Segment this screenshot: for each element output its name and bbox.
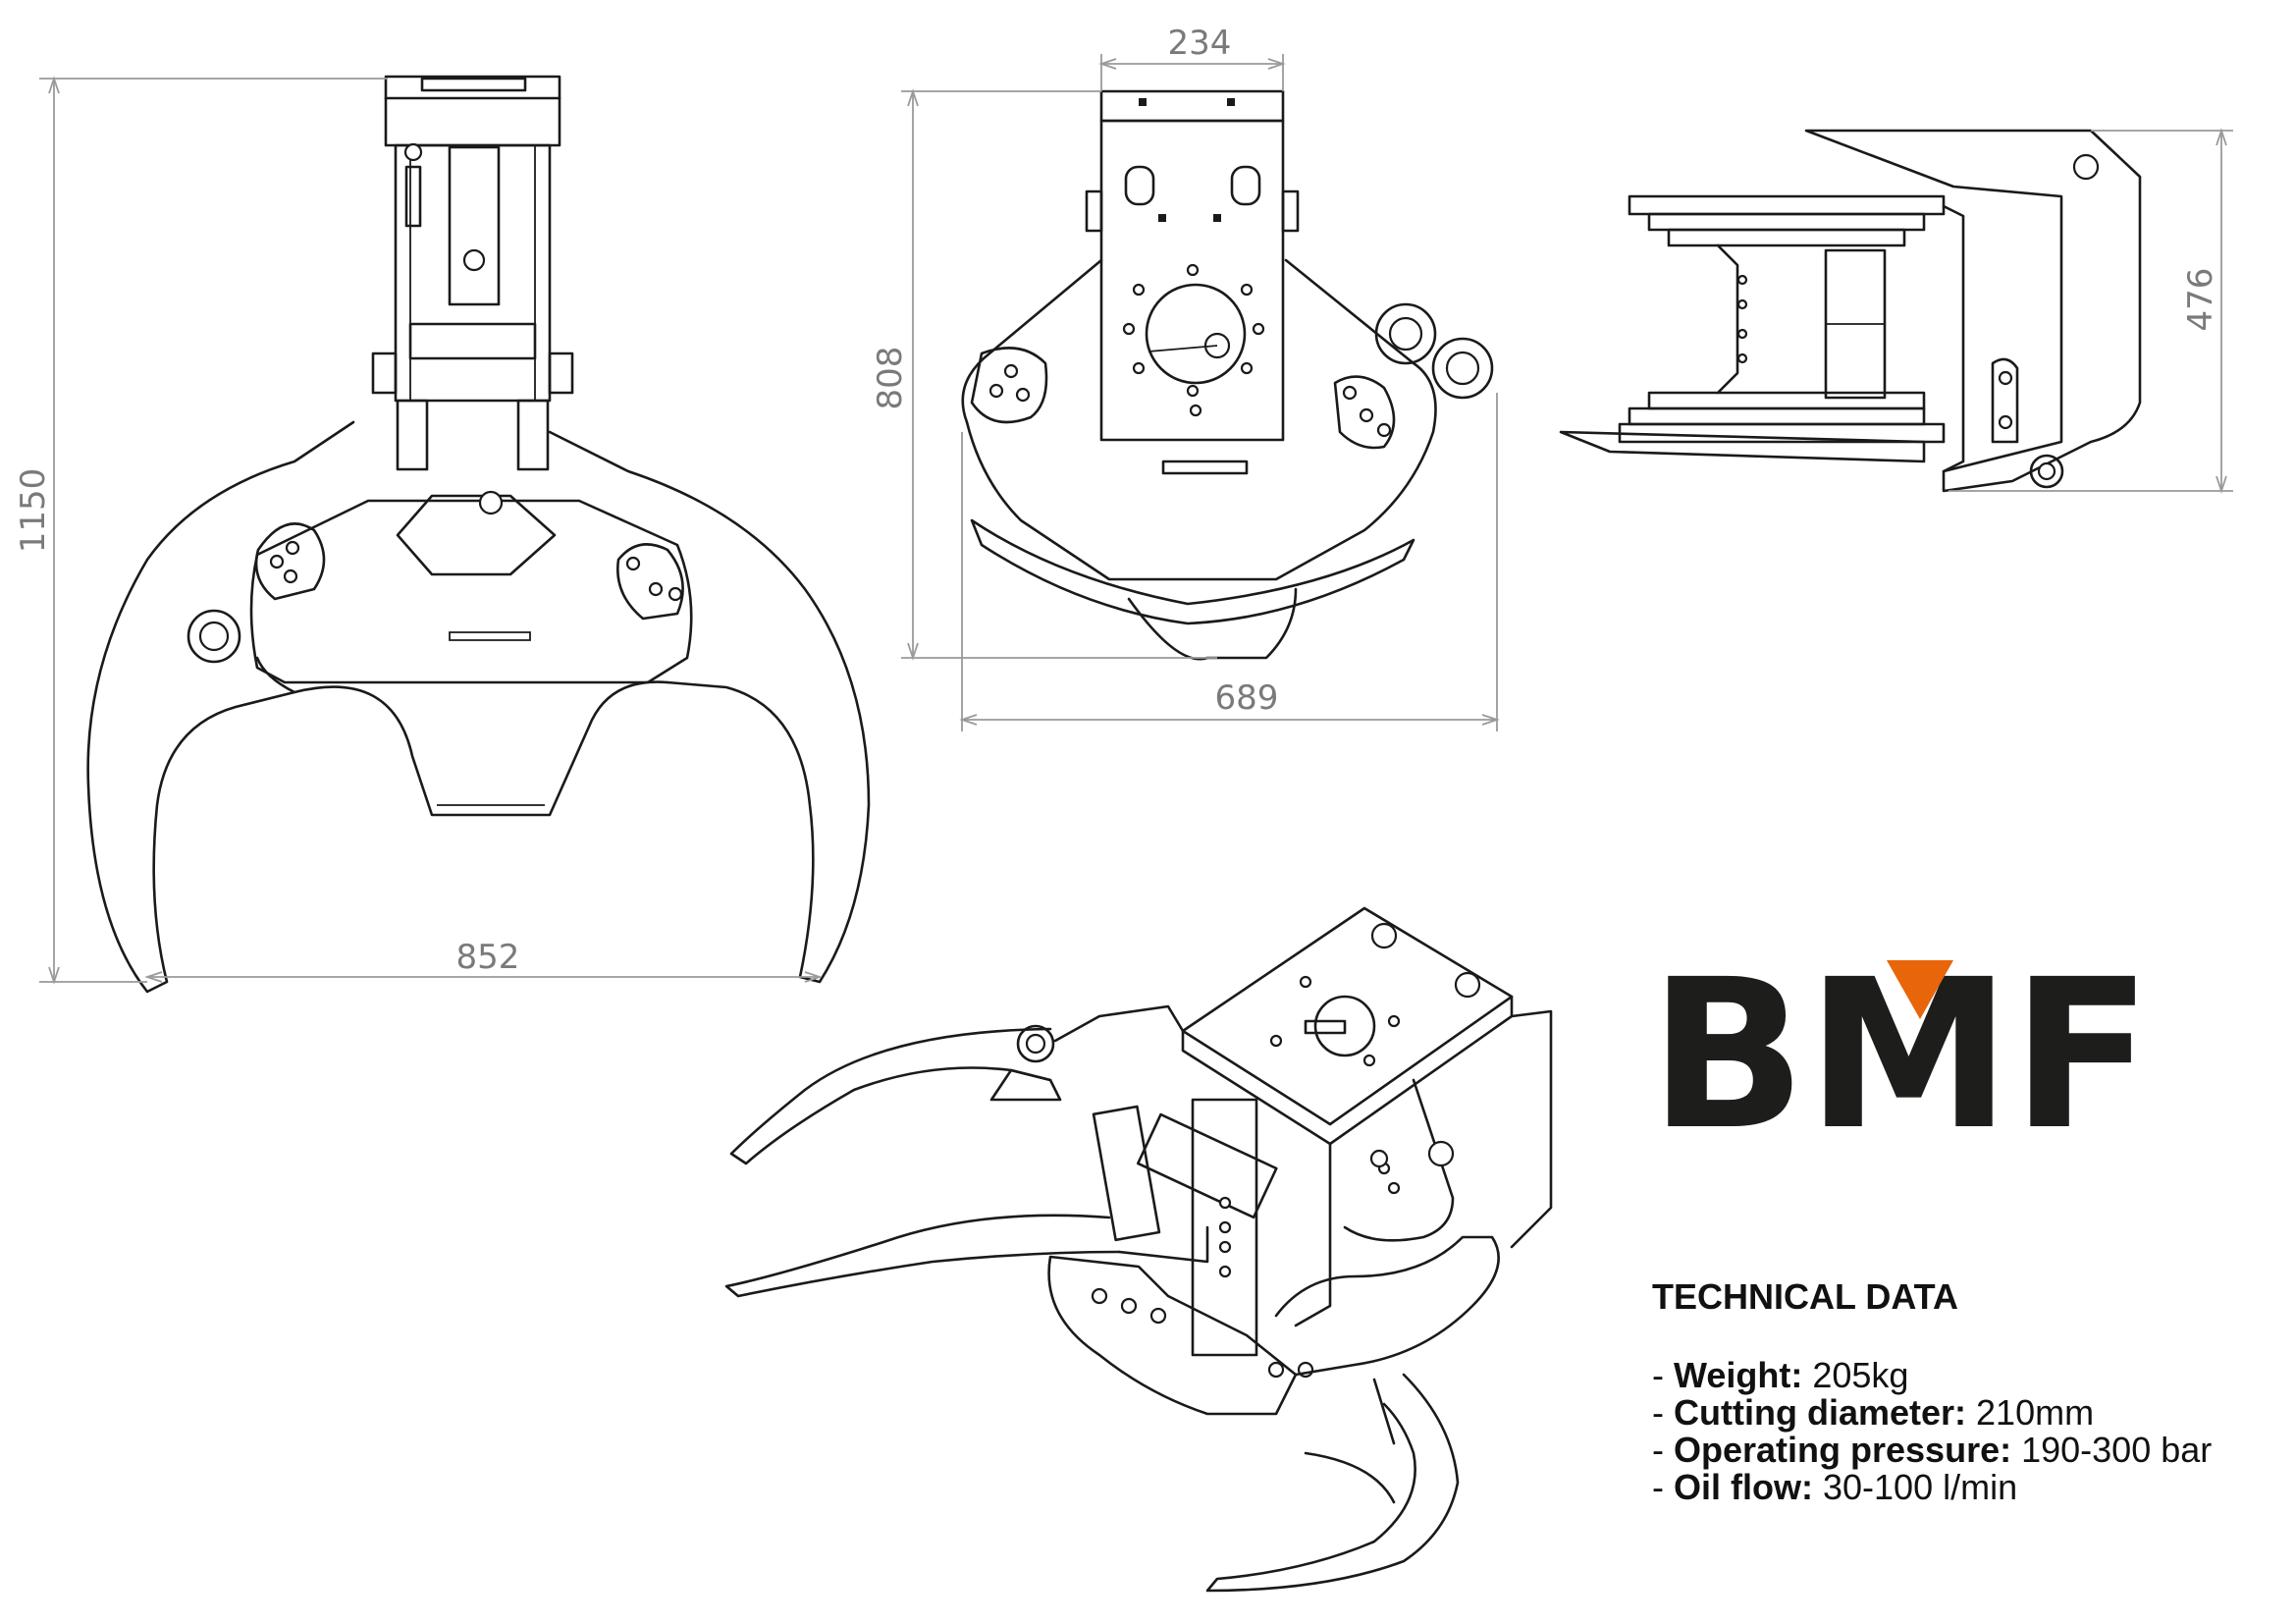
front-view: 1150 852	[14, 75, 871, 994]
dim-side-top-width: 234	[1168, 24, 1232, 63]
side-view: 234 808 689	[871, 24, 1500, 731]
dim-side-width: 689	[1215, 678, 1279, 718]
spec-value: 30-100 l/min	[1823, 1467, 2018, 1507]
dim-front-width: 852	[456, 938, 520, 977]
technical-data-title: TECHNICAL DATA	[1652, 1276, 1958, 1317]
spec-label: Weight:	[1674, 1355, 1803, 1395]
dim-front-height: 1150	[14, 468, 53, 554]
spec-label: Operating pressure:	[1674, 1430, 2012, 1470]
spec-weight: - Weight: 205kg	[1652, 1355, 1909, 1395]
spec-label: Oil flow:	[1674, 1467, 1813, 1507]
spec-value: 210mm	[1976, 1392, 2095, 1433]
spec-operating-pressure: - Operating pressure: 190-300 bar	[1652, 1430, 2213, 1470]
spec-value: 205kg	[1812, 1355, 1909, 1395]
brand-logo: BMF	[1649, 952, 2160, 1168]
spec-list: - Weight: 205kg - Cutting diameter: 210m…	[1652, 1357, 2212, 1506]
dim-side-height: 808	[871, 347, 910, 410]
logo-accent-mark	[1887, 960, 1953, 1019]
dim-top-height: 476	[2181, 268, 2220, 332]
spec-value: 190-300 bar	[2021, 1430, 2213, 1470]
isometric-view	[724, 906, 1553, 1593]
spec-oil-flow: - Oil flow: 30-100 l/min	[1652, 1467, 2018, 1507]
top-view: 476	[1559, 128, 2233, 494]
spec-label: Cutting diameter:	[1674, 1392, 1967, 1433]
technical-data: TECHNICAL DATA - Weight: 205kg - Cutting…	[1652, 1276, 2212, 1506]
spec-cutting-diameter: - Cutting diameter: 210mm	[1652, 1392, 2095, 1433]
